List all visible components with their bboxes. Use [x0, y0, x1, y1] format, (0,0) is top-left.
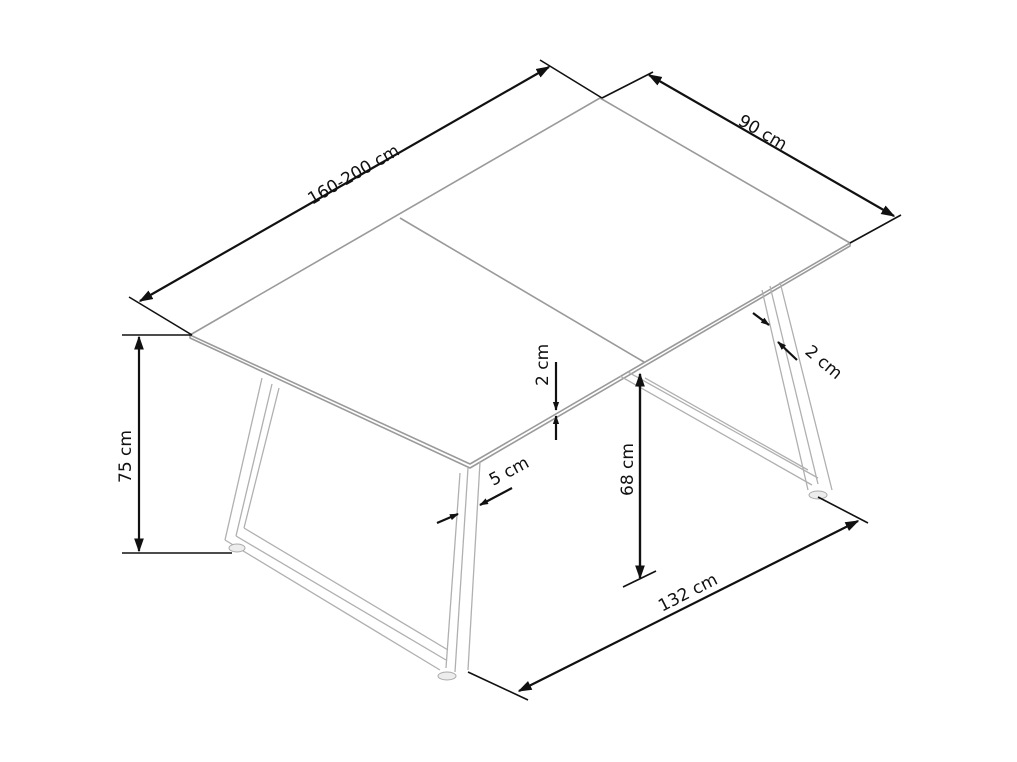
label-leg-depth: 2 cm: [801, 342, 846, 384]
left-leg-frame: [224, 377, 481, 681]
label-base-span: 132 cm: [655, 570, 721, 617]
label-length: 160-200 cm: [305, 141, 404, 209]
foot-pad: [228, 543, 246, 553]
foot-pad: [808, 490, 828, 500]
dimension-height: 75 cm: [116, 334, 232, 554]
label-leg-clearance: 68 cm: [618, 443, 638, 496]
label-width: 90 cm: [735, 111, 791, 155]
dimension-leg-clearance: 68 cm: [618, 372, 657, 588]
label-leg-width: 5 cm: [486, 453, 533, 490]
dimension-length: 160-200 cm: [128, 59, 603, 336]
tabletop: [189, 97, 851, 469]
dimension-leg-width: 5 cm: [436, 453, 533, 525]
foot-pad: [437, 671, 457, 681]
label-height: 75 cm: [116, 430, 136, 483]
dimension-top-thickness: 2 cm: [533, 344, 560, 440]
dimension-base-span: 132 cm: [467, 496, 869, 701]
label-top-thickness: 2 cm: [533, 344, 553, 386]
dimension-leg-depth: 2 cm: [752, 312, 846, 384]
dimension-width: 90 cm: [601, 71, 902, 244]
